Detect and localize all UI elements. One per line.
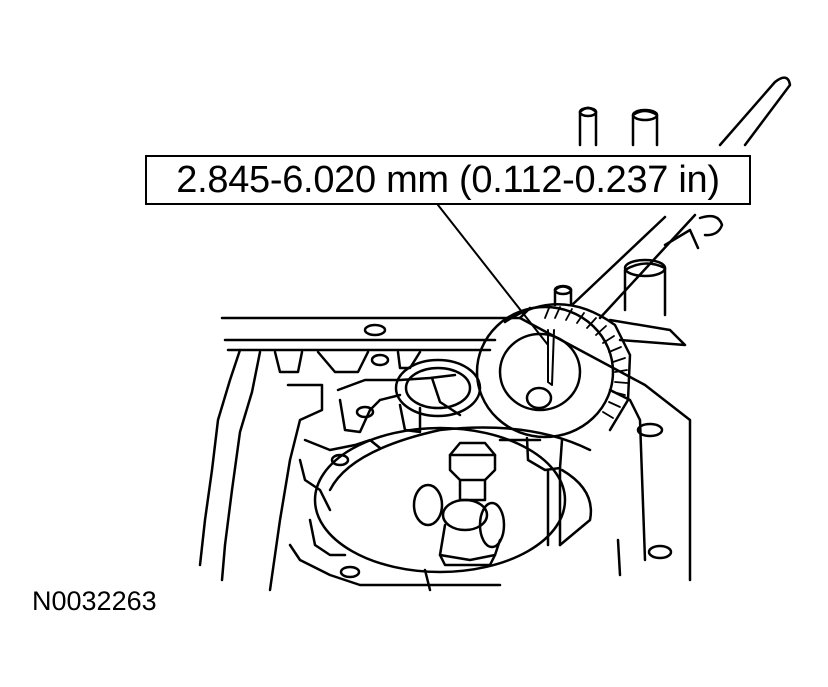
figure-id: N0032263 [32, 586, 157, 616]
measurement-callout: 2.845-6.020 mm (0.112-0.237 in) [145, 155, 751, 205]
dial-indicator [475, 284, 632, 439]
bolt-head [412, 441, 506, 567]
indicator-holder-rod [570, 76, 792, 320]
valve-body-casting [198, 316, 692, 592]
indicator-clamp [608, 214, 724, 347]
dial-indicator-stem [498, 436, 593, 547]
callout-leader [437, 204, 549, 346]
alignment-pins [578, 106, 659, 147]
measurement-label: 2.845-6.020 mm (0.112-0.237 in) [176, 158, 720, 201]
